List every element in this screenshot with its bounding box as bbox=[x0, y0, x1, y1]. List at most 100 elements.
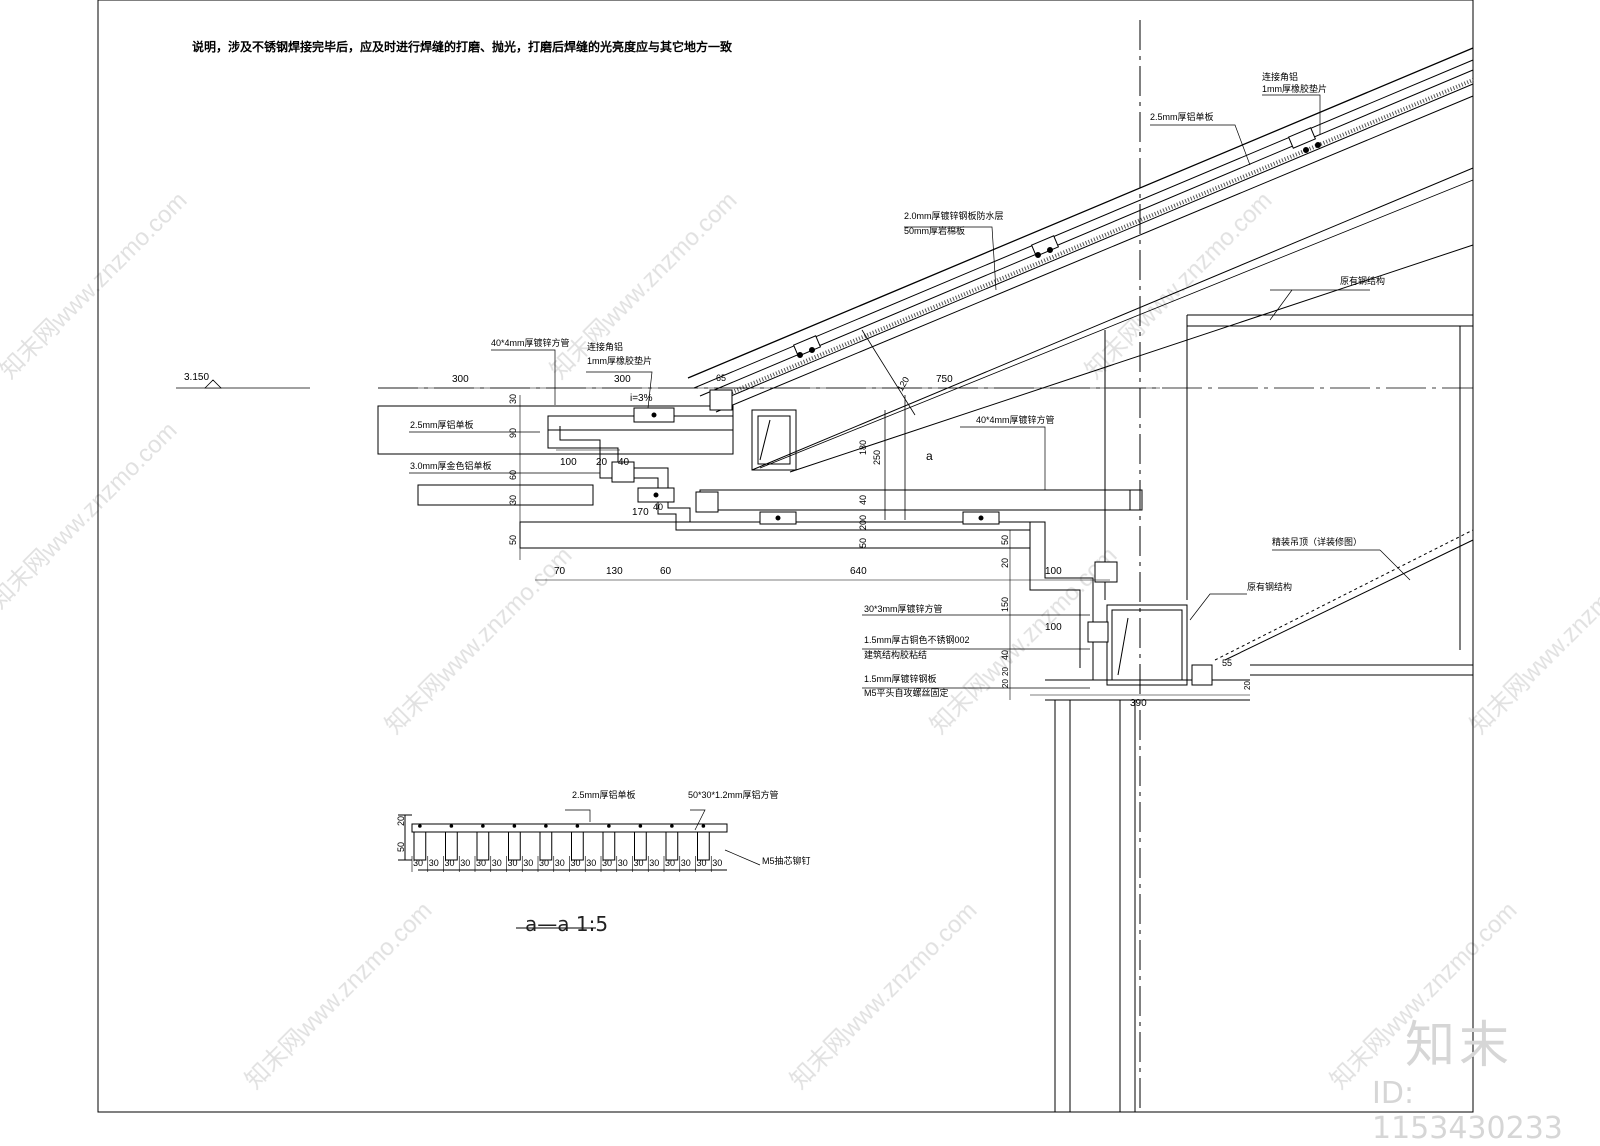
wm-text-7: 知末网www.znzmo.com bbox=[1465, 542, 1600, 739]
section-dim-cell: 30 bbox=[571, 858, 581, 868]
callout-labels: 2.5mm厚铝单板 连接角铝 1mm厚橡胶垫片 2.0mm厚镀锌钢板防水层 50… bbox=[410, 71, 1385, 866]
section-tube bbox=[634, 831, 647, 861]
section-dim-cell: 30 bbox=[681, 858, 691, 868]
wm-text-5: 知末网www.znzmo.com bbox=[1080, 187, 1277, 384]
section-dim-cell: 30 bbox=[539, 858, 549, 868]
section-dim-cell: 30 bbox=[445, 858, 455, 868]
dim-vl-4: 30 bbox=[508, 495, 518, 505]
section-title: a—a 1:5 bbox=[525, 912, 609, 936]
label-steel-top: 原有钢结构 bbox=[1340, 275, 1385, 286]
label-m5: M5平头自攻螺丝固定 bbox=[864, 687, 949, 698]
dim-vr-1: 50 bbox=[1000, 535, 1010, 545]
dim-vr-5: 20 bbox=[1001, 667, 1010, 676]
dim-vl-2: 90 bbox=[508, 428, 518, 438]
label-stainless: 1.5mm厚古铜色不锈钢002 bbox=[864, 634, 970, 645]
label-40tube-left: 40*4mm厚镀锌方管 bbox=[491, 337, 570, 348]
wm-text-8: 知末网www.znzmo.com bbox=[240, 897, 437, 1094]
section-aa-tubes bbox=[413, 824, 710, 861]
dim-mid-8: 55 bbox=[1222, 658, 1232, 668]
sec-vdim-1: 20 bbox=[396, 816, 406, 826]
section-dim-cell: 30 bbox=[712, 858, 722, 868]
section-rivet bbox=[575, 824, 580, 828]
section-dim-cell: 30 bbox=[602, 858, 612, 868]
dim-vm-3: 250 bbox=[872, 450, 882, 465]
label-rubber-left: 1mm厚橡胶垫片 bbox=[587, 355, 652, 366]
dimension-lines bbox=[378, 387, 1250, 700]
section-dim-cell: 30 bbox=[649, 858, 659, 868]
label-rockwool: 50mm厚岩棉板 bbox=[904, 225, 965, 236]
dim-vm-2: 180 bbox=[858, 440, 868, 455]
elevation-label: 3.150 bbox=[184, 372, 209, 383]
section-tube bbox=[413, 831, 427, 861]
section-tube bbox=[665, 831, 679, 861]
section-dim-cell: 30 bbox=[460, 858, 470, 868]
dim-bot-5: 100 bbox=[1045, 566, 1062, 577]
wm-text-9: 知末网www.znzmo.com bbox=[785, 897, 982, 1094]
label-galv-plate: 1.5mm厚镀锌钢板 bbox=[864, 673, 937, 684]
dim-vm-6: 50 bbox=[858, 538, 868, 548]
dim-top-1: 300 bbox=[452, 374, 469, 385]
dim-mid-4: 170 bbox=[632, 507, 649, 518]
section-tube bbox=[476, 831, 490, 861]
sheet-border bbox=[97, 0, 1474, 1113]
slope-brackets bbox=[792, 127, 1321, 358]
wm-text-4: 知末网www.znzmo.com bbox=[380, 542, 577, 739]
section-tube bbox=[602, 831, 616, 861]
section-rivet bbox=[418, 824, 422, 828]
dim-vr-6: 20 bbox=[1001, 679, 1010, 688]
dim-vm-5: 200 bbox=[858, 515, 868, 530]
dim-bot-2: 130 bbox=[606, 566, 623, 577]
section-dim-cell: 30 bbox=[508, 858, 518, 868]
general-note: 说明，涉及不锈钢焊接完毕后，应及时进行焊缝的打磨、抛光，打磨后焊缝的光亮度应与其… bbox=[192, 40, 733, 54]
section-dim-cell: 30 bbox=[618, 858, 628, 868]
dim-vl-5: 50 bbox=[508, 535, 518, 545]
dim-vl-3: 60 bbox=[508, 470, 518, 480]
dim-mid-7: 390 bbox=[1130, 698, 1147, 709]
braces bbox=[861, 329, 916, 520]
section-dim-cell: 30 bbox=[429, 858, 439, 868]
section-rivet bbox=[701, 824, 706, 828]
label-alu-25-top: 2.5mm厚铝单板 bbox=[1150, 111, 1214, 122]
label-conn-top: 连接角铝 bbox=[1262, 71, 1298, 82]
section-rivet bbox=[607, 824, 611, 828]
dim-vm-1: 120 bbox=[895, 375, 911, 393]
section-rivet bbox=[512, 824, 517, 828]
dim-vr-7: 20 bbox=[1243, 681, 1252, 690]
watermark-id: ID: 1153430233 bbox=[1372, 1076, 1563, 1146]
section-dim-cell: 30 bbox=[697, 858, 707, 868]
dim-vr-4: 40 bbox=[1000, 650, 1010, 660]
watermark-layer: 知末网www.znzmo.com 知末网www.znzmo.com 知末网www… bbox=[0, 187, 1600, 1094]
section-tube bbox=[571, 831, 584, 861]
section-dim-cell: 30 bbox=[555, 858, 565, 868]
sec-vdim-2: 50 bbox=[396, 842, 406, 852]
section-dim-cell: 30 bbox=[476, 858, 486, 868]
dim-bot-1: 70 bbox=[554, 566, 566, 577]
section-dim-cell: 30 bbox=[665, 858, 675, 868]
label-alu-25-left: 2.5mm厚铝单板 bbox=[410, 419, 474, 430]
section-rivet bbox=[544, 824, 548, 828]
dim-vr-2: 20 bbox=[1000, 558, 1010, 568]
dim-mid-3: 40 bbox=[618, 457, 630, 468]
datum-line bbox=[176, 379, 1473, 389]
section-dim-cell: 30 bbox=[492, 858, 502, 868]
wm-text-1: 知末网www.znzmo.com bbox=[0, 187, 192, 384]
dim-vr-3: 150 bbox=[1000, 597, 1010, 612]
watermark-logo: 知末 bbox=[1405, 1016, 1513, 1074]
section-tube bbox=[697, 831, 710, 861]
leader-lines bbox=[409, 94, 1411, 866]
label-40tube-right: 40*4mm厚镀锌方管 bbox=[976, 414, 1055, 425]
dim-bot-4: 640 bbox=[850, 566, 867, 577]
dim-top-3: 65 bbox=[716, 373, 726, 383]
eave-fasteners bbox=[611, 389, 1213, 686]
label-sec-alu: 2.5mm厚铝单板 bbox=[572, 789, 636, 800]
section-dim-cell: 30 bbox=[413, 858, 423, 868]
label-galv-waterproof: 2.0mm厚镀锌钢板防水层 bbox=[904, 210, 1004, 221]
label-rubber-top: 1mm厚橡胶垫片 bbox=[1262, 83, 1327, 94]
section-dim-cell: 30 bbox=[586, 858, 596, 868]
section-rivet bbox=[670, 824, 674, 828]
section-rivet bbox=[481, 824, 485, 828]
section-tube bbox=[445, 831, 458, 861]
dim-mid-6: 100 bbox=[1045, 622, 1062, 633]
